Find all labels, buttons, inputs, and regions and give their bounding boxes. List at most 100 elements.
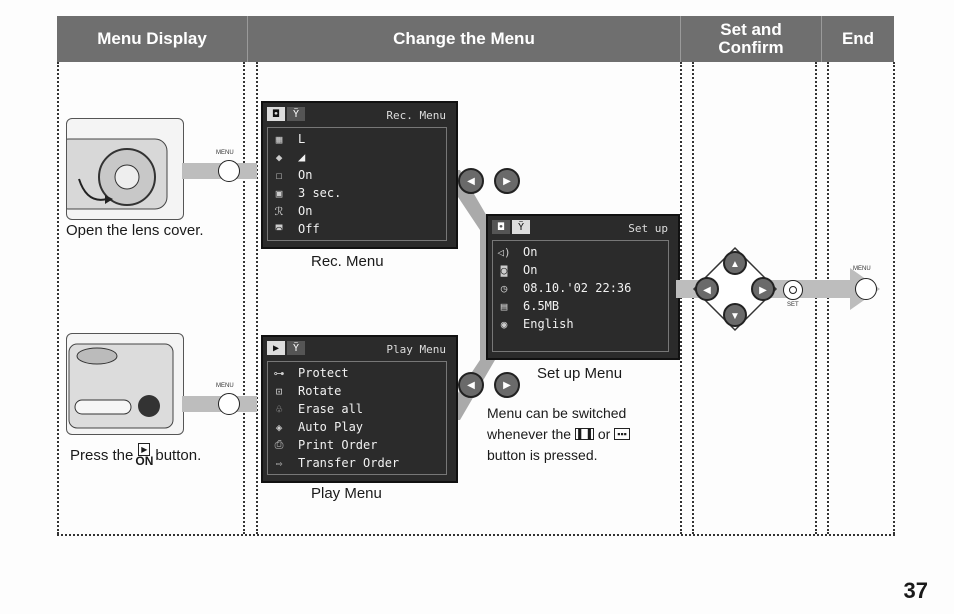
list-item[interactable]: ▤6.5MB (493, 297, 559, 315)
setup-menu-screen: ◘ Ϋ Set up ◁)On ◙On ◷08.10.'02 22:36 ▤6.… (486, 214, 680, 360)
header-change-menu: Change the Menu (248, 16, 681, 62)
list-item[interactable]: ◙On (493, 261, 538, 279)
camera-tab-icon: ◘ (267, 107, 285, 121)
caption-rec-menu: Rec. Menu (311, 253, 384, 270)
setup-menu-tabs: ◘ Ϋ (492, 220, 530, 234)
menu-button-end (855, 278, 877, 300)
divider-col2-b (692, 62, 694, 534)
rotate-icon: ⊡ (275, 384, 283, 398)
list-item[interactable]: ◁)On (493, 243, 537, 261)
play-button-icon: ▶ ON (135, 443, 154, 468)
caption-switch-line2: whenever the ▌▐ or ▪▪▪ (487, 426, 630, 442)
svg-text:▲: ▲ (730, 259, 740, 270)
list-item[interactable]: ♧Erase all (268, 400, 363, 418)
page-number: 37 (903, 578, 928, 603)
caption-play-menu: Play Menu (311, 485, 382, 502)
setup-tab-icon: Ϋ (512, 220, 530, 234)
divider-col1-b (256, 62, 258, 534)
left-arrow-icon: ◀ (458, 168, 484, 194)
header-set-label: Set and (720, 20, 782, 39)
on-label: ON (135, 454, 154, 468)
camera-back-illustration (66, 333, 184, 435)
rec-menu-title: Rec. Menu (386, 109, 446, 122)
list-item[interactable]: ⊶Protect (268, 364, 349, 382)
menu-label-bottom: MENU (216, 383, 234, 389)
play-tab-icon: ▶ (267, 341, 285, 355)
play-menu-list: ⊶Protect ⊡Rotate ♧Erase all ◈Auto Play ⎙… (267, 361, 447, 475)
caption-switch-line3: button is pressed. (487, 447, 598, 463)
language-icon: ◉ (500, 317, 508, 331)
header-set-confirm: Set and Confirm (681, 16, 822, 62)
play-menu-screen: ▶ Ϋ Play Menu ⊶Protect ⊡Rotate ♧Erase al… (261, 335, 458, 483)
divider-col3-a (815, 62, 817, 534)
erase-icon: ♧ (275, 402, 283, 416)
list-item[interactable]: ◆◢ (268, 148, 306, 166)
start-image-icon: ◙ (500, 263, 508, 277)
header-end-label: End (841, 29, 875, 48)
caption-open-lens: Open the lens cover. (66, 222, 204, 239)
list-item[interactable]: ⇨Transfer Order (268, 454, 399, 472)
clock-icon: ◷ (500, 281, 508, 295)
divider-left-outer (57, 62, 59, 534)
setup-tab-icon: Ϋ (287, 107, 305, 121)
setup-menu-title: Set up (628, 222, 668, 235)
press-post-text: button. (155, 446, 202, 464)
header-end: End (822, 16, 894, 62)
af-assist-icon: ☐ (275, 168, 283, 182)
list-item[interactable]: ⎙Print Order (268, 436, 378, 454)
divider-right-outer (893, 62, 895, 534)
caption-press-button: Press the ▶ ON button. (70, 443, 201, 467)
menu-button-bottom (218, 393, 240, 415)
camera-front-icon (67, 138, 168, 210)
format-icon: ▤ (500, 299, 508, 313)
setup-menu-list: ◁)On ◙On ◷08.10.'02 22:36 ▤6.5MB ◉Englis… (492, 240, 669, 352)
print-icon: ⎙ (274, 438, 284, 451)
transfer-icon: ⇨ (275, 456, 283, 470)
list-item[interactable]: ☐On (268, 166, 313, 184)
right-arrow-icon: ▶ (494, 168, 520, 194)
play-menu-tabs: ▶ Ϋ (267, 341, 305, 355)
svg-text:▼: ▼ (730, 311, 740, 322)
press-pre-text: Press the (70, 446, 134, 464)
menu-label-end: MENU (853, 266, 871, 272)
right-arrow-icon: ▶ (494, 372, 520, 398)
review-icon: ▣ (275, 186, 283, 200)
connector-wedges (440, 170, 495, 420)
list-item[interactable]: ◈Auto Play (268, 418, 363, 436)
svg-text:◀: ◀ (703, 285, 711, 296)
left-arrow-icon: ◀ (458, 372, 484, 398)
svg-text:▶: ▶ (759, 285, 767, 296)
resolution-icon: ▦ (275, 132, 283, 146)
index-icon: ▪▪▪ (614, 428, 630, 440)
single-image-icon: ▌▐ (575, 428, 594, 440)
rec-menu-tabs: ◘ Ϋ (267, 107, 305, 121)
caption-switch-line1: Menu can be switched (487, 405, 627, 421)
list-item[interactable]: ⊡Rotate (268, 382, 342, 400)
divider-col1-a (243, 62, 245, 534)
header-change-menu-label: Change the Menu (393, 29, 535, 48)
protect-icon: ⊶ (273, 366, 285, 380)
list-item[interactable]: ◉English (493, 315, 574, 333)
menu-label-top: MENU (216, 150, 234, 156)
camera-back-icon (68, 343, 174, 429)
camera-tab-icon: ◘ (492, 220, 510, 234)
list-item[interactable]: ◷08.10.'02 22:36 (493, 279, 632, 297)
divider-bottom (57, 534, 895, 536)
divider-col3-b (827, 62, 829, 534)
header-menu-display: Menu Display (57, 16, 248, 62)
stitch-icon: ◚ (275, 222, 283, 236)
setup-tab-icon: Ϋ (287, 341, 305, 355)
divider-col2-a (680, 62, 682, 534)
list-item[interactable]: ▣3 sec. (268, 184, 342, 202)
menu-button-top (218, 160, 240, 182)
list-item[interactable]: ▦L (268, 130, 306, 148)
auto-play-icon: ◈ (275, 420, 283, 434)
play-menu-title: Play Menu (386, 343, 446, 356)
quality-icon: ◆ (275, 150, 283, 164)
header-confirm-label: Confirm (718, 38, 784, 57)
camera-lens-cover-illustration (66, 118, 184, 220)
list-item[interactable]: ◚Off (268, 220, 320, 238)
